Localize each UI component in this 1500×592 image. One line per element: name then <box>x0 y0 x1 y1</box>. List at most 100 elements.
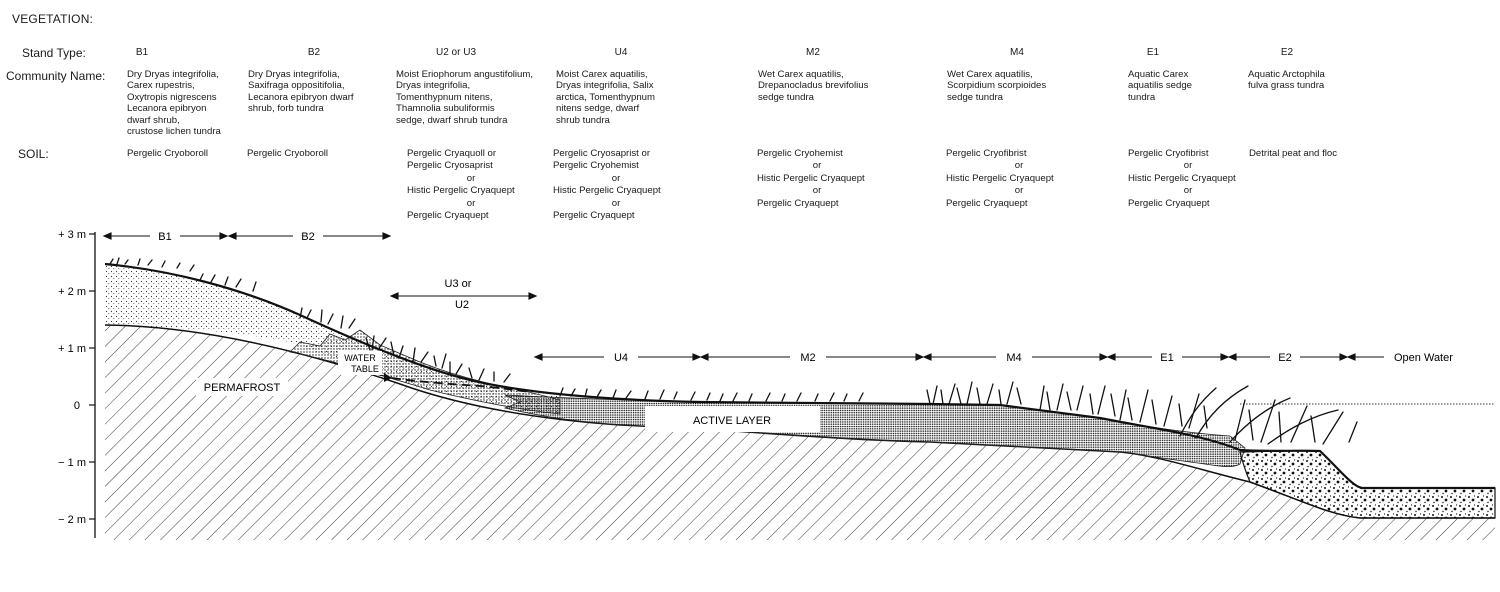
permafrost-label: PERMAFROST <box>204 382 281 394</box>
soil-line: or <box>1014 160 1024 172</box>
community-line: Lecanora epibryon dwarf <box>248 91 354 103</box>
soil-u2-u3: Pergelic Cryaquoll or Pergelic Cryosapri… <box>407 148 535 222</box>
water-table-label-1: WATER <box>344 353 376 363</box>
community-line: Dryas integrifolia, <box>396 80 471 92</box>
zone-label-e2: E2 <box>1278 352 1291 364</box>
community-line: sedge, dwarf shrub tundra <box>396 114 508 126</box>
soil-line: or <box>466 197 476 209</box>
community-line: tundra <box>1128 91 1156 103</box>
soil-line: or <box>812 185 822 197</box>
community-line: sedge tundra <box>947 91 1004 103</box>
zone-label-u4: U4 <box>614 352 628 364</box>
soil-line: or <box>466 172 476 184</box>
community-line: Dry Dryas integrifolia, <box>248 69 340 80</box>
soil-m2: Pergelic Cryohemist or Histic Pergelic C… <box>757 148 877 210</box>
zone-label-e1: E1 <box>1160 352 1173 364</box>
zone-label-u3-or: U3 or <box>445 278 472 290</box>
soil-line: Pergelic Cryaquept <box>757 197 839 209</box>
soil-e1: Pergelic Cryofibrist or Histic Pergelic … <box>1128 148 1248 210</box>
water-table-arrowhead <box>384 373 392 382</box>
stand-code-e1: E1 <box>1146 47 1160 58</box>
community-line: nitens sedge, dwarf <box>556 103 640 115</box>
soil-line: Pergelic Cryaquept <box>553 210 635 222</box>
active-layer-label: ACTIVE LAYER <box>693 415 771 427</box>
community-line: Aquatic Carex <box>1128 69 1189 80</box>
community-line: Wet Carex aquatilis, <box>758 69 844 80</box>
zone-label-m2: M2 <box>800 352 815 364</box>
active-layer-label-bg <box>645 406 820 432</box>
community-u4: Moist Carex aquatilis, Dryas integrifoli… <box>556 69 655 126</box>
soil-line: Pergelic Cryaquept <box>407 210 489 222</box>
stand-code-u2-u3: U2 or U3 <box>435 47 476 58</box>
soil-line: Histic Pergelic Cryaquept <box>946 172 1054 184</box>
community-name-label: Community Name: <box>6 69 106 83</box>
soil-line: Pergelic Cryoboroll <box>247 148 329 159</box>
community-line: Thamnolia subuliformis <box>396 103 495 115</box>
community-line: Carex rupestris, <box>127 80 195 92</box>
community-line: Scorpidium scorpioides <box>947 80 1047 92</box>
soil-e2: Detrital peat and floc <box>1249 148 1337 160</box>
soil-line: or <box>1183 185 1193 197</box>
soil-line: Pergelic Cryofibrist <box>946 148 1027 159</box>
community-m2: Wet Carex aquatilis, Drepanocladus brevi… <box>758 69 868 103</box>
soil-line: Pergelic Cryohemist <box>757 148 843 159</box>
zone-label-u2: U2 <box>455 299 469 311</box>
soil-line: Detrital peat and floc <box>1249 148 1337 159</box>
soil-line: Pergelic Cryosaprist or <box>553 148 651 159</box>
zone-label-open-water: Open Water <box>1394 352 1453 364</box>
y-tick-label: + 1 m <box>58 343 86 355</box>
community-line: Dry Dryas integrifolia, <box>127 69 219 80</box>
zone-label-b2: B2 <box>301 231 314 243</box>
stand-code-b1: B1 <box>135 47 149 58</box>
community-line: aquatilis sedge <box>1128 80 1193 92</box>
zone-label-b1: B1 <box>158 231 171 243</box>
y-tick-label: − 2 m <box>58 514 86 526</box>
soil-line: or <box>611 197 621 209</box>
community-line: fulva grass tundra <box>1248 80 1325 92</box>
water-table-line <box>391 377 531 393</box>
stand-code-b2: B2 <box>307 47 321 58</box>
soil-label: SOIL: <box>18 147 49 161</box>
community-line: dwarf shrub, <box>127 114 180 126</box>
soil-line: Pergelic Cryaquept <box>946 197 1028 209</box>
soil-line: Histic Pergelic Cryaquept <box>1128 172 1236 184</box>
soil-line: Pergelic Cryoboroll <box>127 148 209 159</box>
soil-line: Histic Pergelic Cryaquept <box>757 172 865 184</box>
community-e2: Aquatic Arctophila fulva grass tundra <box>1248 69 1325 92</box>
soil-line: Pergelic Cryosaprist <box>407 160 493 172</box>
community-line: sedge tundra <box>758 91 815 103</box>
community-line: Lecanora epibryon <box>127 103 207 115</box>
vegetation-tufts <box>109 257 1358 445</box>
community-line: shrub, forb tundra <box>248 103 324 115</box>
community-line: arctica, Tomenthypnum <box>556 91 656 103</box>
community-line: shrub tundra <box>556 114 610 126</box>
ground-surface-line <box>104 262 1495 490</box>
y-axis-ticks <box>89 233 95 520</box>
soil-line: or <box>812 160 822 172</box>
soil-line: Pergelic Cryaquoll or <box>407 148 497 159</box>
community-line: Oxytropis nigrescens <box>127 91 217 103</box>
stand-code-m2: M2 <box>806 47 820 58</box>
community-line: Aquatic Arctophila <box>1248 69 1325 80</box>
stand-code-m4: M4 <box>1010 47 1024 58</box>
community-line: Saxifraga oppositifolia, <box>248 80 345 92</box>
soil-line: Histic Pergelic Cryaquept <box>553 185 661 197</box>
soil-b2: Pergelic Cryoboroll <box>247 148 328 160</box>
community-u2-u3: Moist Eriophorum angustifolium, Dryas in… <box>396 69 533 126</box>
community-line: Moist Eriophorum angustifolium, <box>396 69 534 80</box>
y-tick-label: − 1 m <box>58 457 86 469</box>
y-tick-label: 0 <box>74 400 80 412</box>
community-line: Dryas integrifolia, Salix <box>556 80 654 92</box>
soil-line: Pergelic Cryofibrist <box>1128 148 1209 159</box>
water-table-label-2: TABLE <box>351 364 379 374</box>
y-tick-label: + 2 m <box>58 286 86 298</box>
y-tick-label: + 3 m <box>58 229 86 241</box>
soil-line: or <box>1183 160 1193 172</box>
stand-code-u4: U4 <box>614 47 628 58</box>
soil-b1: Pergelic Cryoboroll <box>127 148 208 160</box>
community-m4: Wet Carex aquatilis, Scorpidium scorpioi… <box>947 69 1046 103</box>
permafrost-layer <box>105 325 1495 540</box>
community-line: Tomenthypnum nitens, <box>396 91 493 103</box>
community-b1: Dry Dryas integrifolia, Carex rupestris,… <box>127 69 221 137</box>
zone-label-m4: M4 <box>1006 352 1021 364</box>
